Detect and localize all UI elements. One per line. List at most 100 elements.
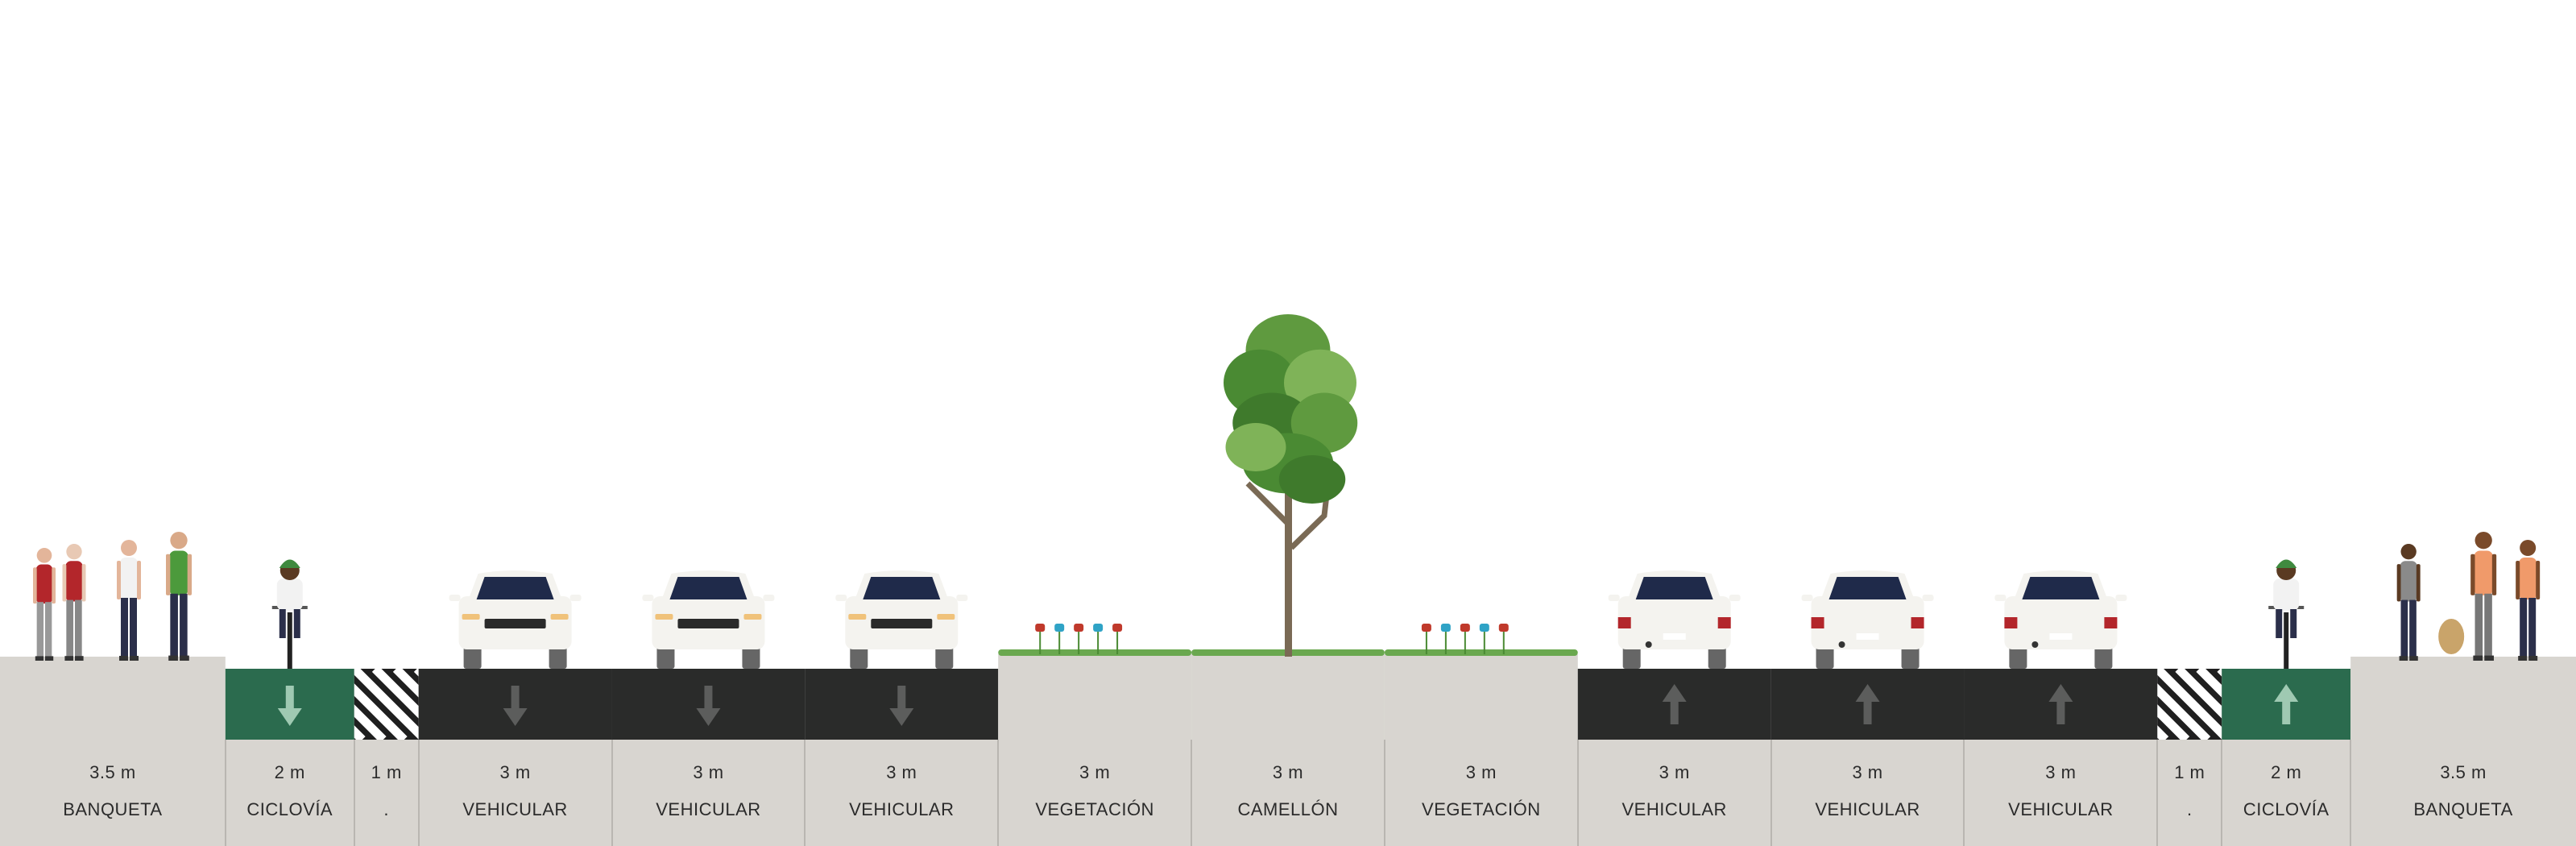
tree-foliage [1225, 423, 1286, 471]
segment-width: 3.5 m [2440, 762, 2487, 782]
leg [2520, 598, 2528, 657]
segment-width: 2 m [274, 762, 305, 782]
taillight [1811, 617, 1824, 628]
sidewalk-ground [2350, 657, 2576, 740]
direction-arrow [277, 686, 302, 726]
windshield [669, 577, 748, 599]
cyclist-figure [271, 559, 308, 669]
segment-width: 3 m [1272, 762, 1304, 782]
segment-name: VEGETACIÓN [1422, 799, 1541, 819]
arm [2416, 564, 2421, 602]
mirror [1801, 595, 1813, 601]
taillight [2104, 617, 2118, 628]
segment-median [1191, 314, 1385, 740]
flower-bloom [1054, 624, 1065, 632]
leg [2290, 609, 2297, 638]
arm [2470, 554, 2475, 595]
segment-name: . [2186, 799, 2193, 819]
shoe [2473, 655, 2483, 661]
segment-name: VEHICULAR [849, 799, 955, 819]
headlight [550, 614, 569, 620]
segment-width: 3 m [2045, 762, 2077, 782]
flower-bloom [1460, 624, 1470, 632]
mirror [449, 595, 461, 601]
segment-label: 1 m. [2157, 740, 2222, 846]
mirror [763, 595, 775, 601]
exhaust [1838, 641, 1845, 648]
grille [871, 619, 933, 628]
shoe [44, 656, 54, 661]
mirror [1922, 595, 1934, 601]
torso [2474, 550, 2493, 595]
segment-width: 3 m [886, 762, 917, 782]
segment-divider [2221, 740, 2223, 846]
flower-bloom [1035, 624, 1046, 632]
segment-divider [2350, 740, 2352, 846]
segment-name: VEHICULAR [1621, 799, 1727, 819]
segment-divider [1191, 740, 1193, 846]
leg [44, 602, 52, 658]
leg [121, 598, 128, 657]
arm [187, 554, 192, 595]
windshield [476, 577, 554, 599]
hatch-line [354, 704, 387, 740]
head [2400, 544, 2417, 560]
head [2520, 540, 2537, 556]
segment-buffer [354, 669, 419, 740]
segment-width: 3 m [1659, 762, 1690, 782]
tire [1901, 645, 1920, 669]
segment-divider [997, 740, 1000, 846]
segment-drive [1964, 570, 2158, 740]
flower-stem [1116, 630, 1119, 654]
tire [850, 645, 868, 669]
leg [293, 609, 300, 638]
headlight [937, 614, 955, 620]
label-band [0, 740, 2576, 846]
windshield [1828, 577, 1907, 599]
flower-bloom [1440, 624, 1451, 632]
segment-width: 1 m [371, 762, 402, 782]
tire [1816, 645, 1834, 669]
segment-divider [611, 740, 613, 846]
segment-label: 3 m VEHICULAR [805, 740, 998, 846]
car-front [449, 570, 582, 669]
hatch-line [354, 669, 419, 740]
hatch-line [2157, 669, 2222, 740]
direction-arrow [1855, 684, 1880, 724]
cyclist-figure [2268, 559, 2305, 669]
pedestrian-figure [62, 544, 86, 661]
flower-stem [1483, 630, 1485, 654]
mirror [569, 595, 582, 601]
leg [66, 599, 74, 658]
segment-buffer [2157, 669, 2222, 740]
segment-name: VEGETACIÓN [1035, 799, 1154, 819]
tire [1622, 645, 1641, 669]
segment-divider [353, 740, 355, 846]
segment-divider [1963, 740, 1965, 846]
hatch-marks [354, 669, 419, 740]
median-ground [998, 654, 1192, 740]
tire [2009, 645, 2027, 669]
flower-stem [1425, 630, 1427, 654]
arm [137, 561, 141, 599]
car-rear [1994, 570, 2127, 669]
tree-branch [1245, 481, 1290, 526]
segment-label: 3 m VEHICULAR [1578, 740, 1771, 846]
segment-planting [1384, 624, 1578, 740]
leg [2400, 599, 2408, 658]
flower-bed [1035, 624, 1123, 654]
segment-drive [805, 570, 999, 740]
plate [1663, 633, 1686, 640]
segment-width: 3 m [693, 762, 724, 782]
segment-label: 1 m. [354, 740, 419, 846]
direction-arrow [889, 686, 914, 726]
shoe [2484, 655, 2494, 661]
tire [463, 645, 482, 669]
leg [130, 598, 137, 657]
exhaust [1645, 641, 1652, 648]
hatch-line [2175, 669, 2222, 719]
